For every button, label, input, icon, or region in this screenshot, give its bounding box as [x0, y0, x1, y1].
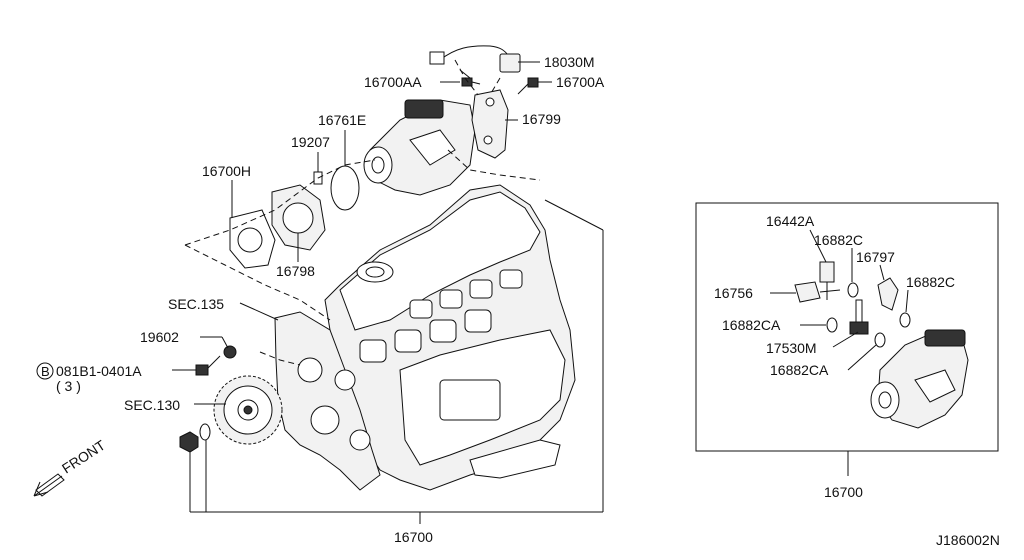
label-18030M: 18030M	[544, 54, 595, 70]
label-front: FRONT	[59, 437, 109, 477]
label-sec135: SEC.135	[168, 296, 224, 312]
label-bolt-prefix: B	[41, 364, 50, 379]
label-16756: 16756	[714, 285, 753, 301]
o-ring	[330, 165, 360, 211]
label-bolt: 081B1-0401A	[56, 363, 142, 379]
gasket	[229, 209, 276, 269]
label-16882CA-b: 16882CA	[770, 362, 829, 378]
inset-pump	[870, 329, 969, 429]
label-16797: 16797	[856, 249, 895, 265]
label-16761E: 16761E	[318, 112, 366, 128]
pump-bracket	[471, 89, 509, 159]
bolt-16700AA	[461, 77, 481, 87]
label-16700AA: 16700AA	[364, 74, 422, 90]
wire-harness	[429, 45, 521, 79]
leader-lines	[172, 61, 604, 524]
sprocket	[213, 375, 283, 445]
washer	[199, 423, 211, 441]
label-16882C-a: 16882C	[814, 232, 863, 248]
inset-frame	[695, 202, 999, 452]
label-sec130: SEC.130	[124, 397, 180, 413]
label-16700-main: 16700	[394, 529, 433, 545]
label-16700H: 16700H	[202, 163, 251, 179]
nut	[179, 431, 199, 453]
label-19207: 19207	[291, 134, 330, 150]
bolt-circle-icon	[36, 362, 54, 380]
label-16882C-b: 16882C	[906, 274, 955, 290]
label-16799: 16799	[522, 111, 561, 127]
bolt-19602	[223, 345, 237, 359]
dashed-guides	[184, 59, 541, 366]
callout-labels: 18030M 16700AA 16700A 16799 16761E 19207…	[36, 54, 1000, 548]
label-bolt-qty: ( 3 )	[56, 378, 81, 394]
flange	[271, 184, 326, 251]
label-16882CA-a: 16882CA	[722, 317, 781, 333]
bolt-16700A	[517, 77, 539, 95]
label-16700A: 16700A	[556, 74, 605, 90]
front-arrow-icon	[33, 473, 65, 497]
label-16442A: 16442A	[766, 213, 815, 229]
inset-parts	[794, 261, 911, 348]
label-19602: 19602	[140, 329, 179, 345]
label-17530M: 17530M	[766, 340, 817, 356]
label-16798: 16798	[276, 263, 315, 279]
diagram-id: J186002N	[936, 532, 1000, 548]
engine-assembly	[274, 184, 576, 491]
bolt-081b1	[195, 355, 221, 376]
label-16700-inset: 16700	[824, 484, 863, 500]
inset-leader-lines	[770, 229, 909, 371]
injection-pump	[363, 99, 476, 196]
